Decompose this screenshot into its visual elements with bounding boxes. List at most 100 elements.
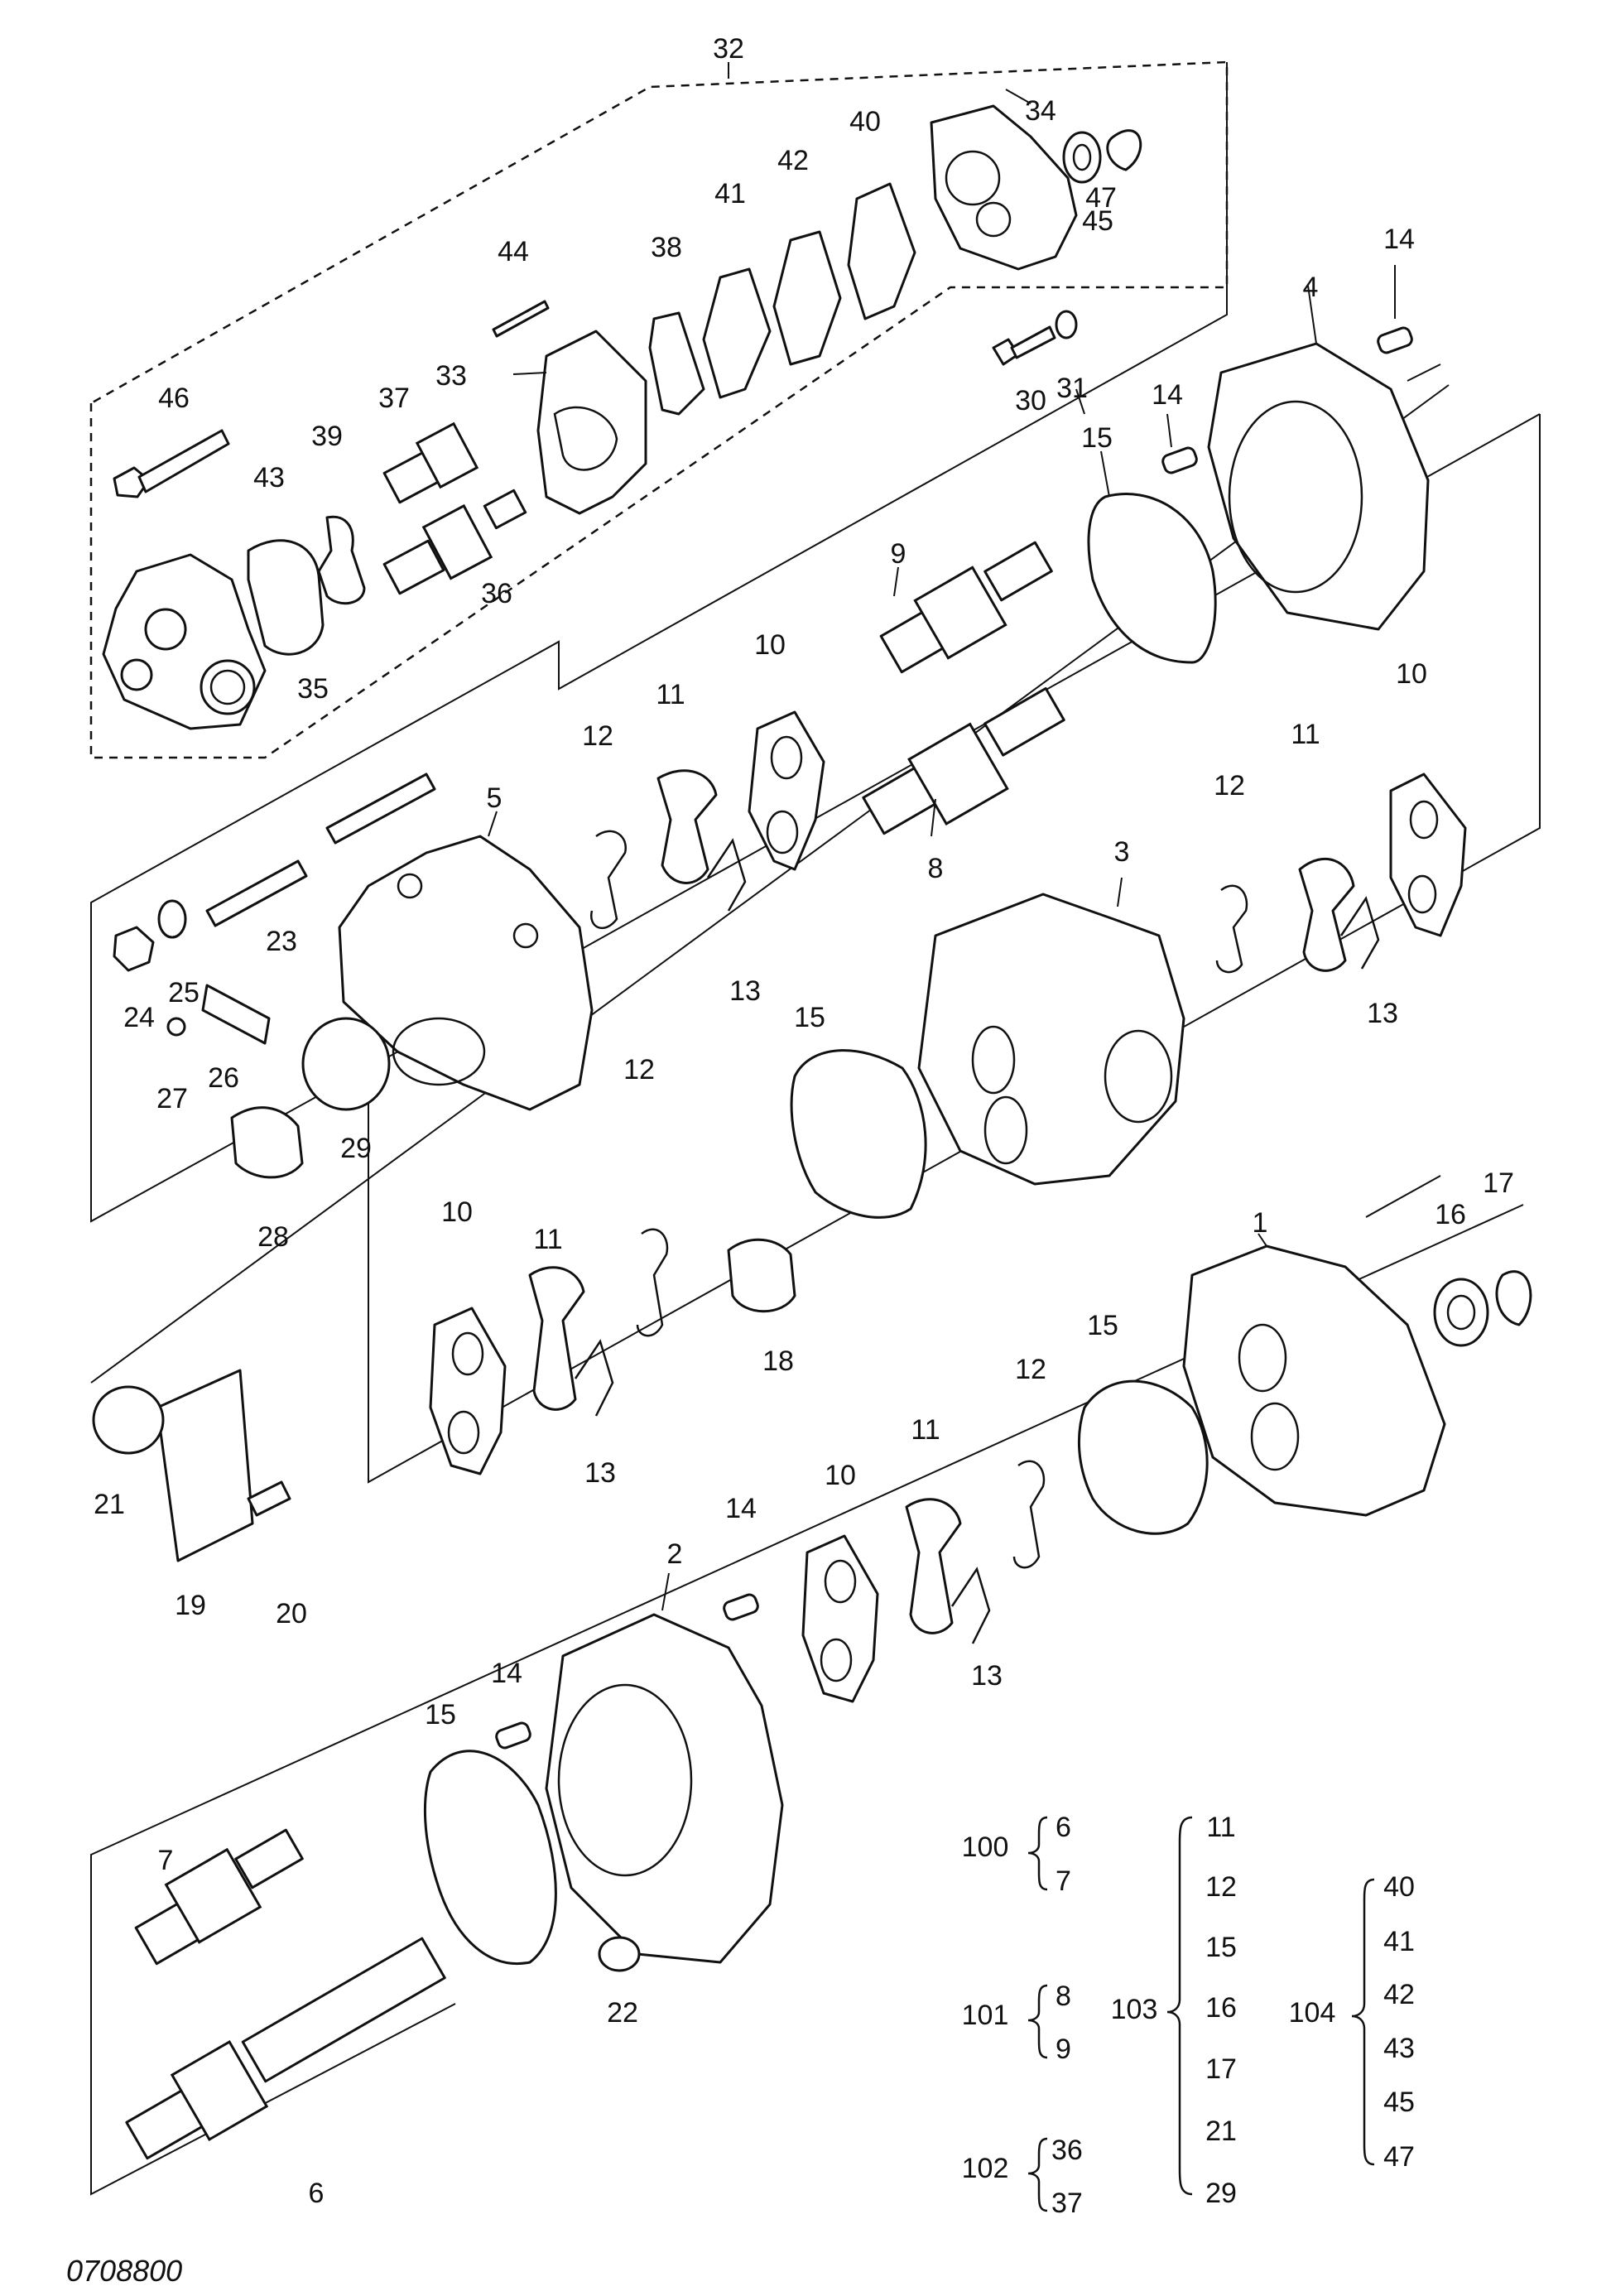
part-14-dowel-pin-c	[723, 1593, 759, 1621]
callout-7: 7	[158, 1845, 174, 1876]
callout-28: 28	[257, 1221, 289, 1253]
part-23-stud	[205, 773, 436, 927]
callout-15-d: 15	[425, 1699, 456, 1730]
callout-46: 46	[158, 383, 190, 414]
callout-36: 36	[481, 578, 512, 609]
kit-103-label: 103	[1111, 1994, 1158, 2025]
callout-15-a: 15	[1081, 422, 1113, 454]
kit-104-item-1: 40	[1383, 1871, 1415, 1903]
callout-11-b: 11	[1291, 719, 1320, 750]
part-12-backup-ring-b	[1215, 884, 1248, 974]
part-37-drive-gear	[382, 421, 479, 504]
part-10-side-plate-c	[429, 1307, 507, 1475]
callout-12-c: 12	[623, 1054, 655, 1085]
kit-102-item-1: 36	[1051, 2135, 1083, 2166]
callout-45: 45	[1082, 205, 1113, 237]
part-45-oil-seal	[1062, 131, 1102, 184]
callout-13-d: 13	[971, 1660, 1003, 1692]
part-13-seal-c	[574, 1339, 614, 1417]
callout-27: 27	[156, 1083, 188, 1114]
part-14-dowel-pin-b	[1161, 446, 1198, 474]
callout-15-b: 15	[794, 1002, 825, 1033]
part-36-driven-gear	[382, 489, 527, 595]
part-30-bolt	[992, 325, 1056, 366]
sub-assembly-32-boundary	[89, 60, 1229, 759]
callout-18: 18	[762, 1345, 794, 1377]
callout-22: 22	[607, 1997, 638, 2029]
callout-21: 21	[94, 1489, 125, 1520]
callout-35: 35	[297, 673, 329, 705]
callout-12-a: 12	[582, 720, 613, 752]
part-10-side-plate-b	[1389, 773, 1467, 937]
part-20-screw	[247, 1480, 291, 1517]
callout-14-d: 14	[491, 1658, 522, 1689]
part-1-front-cover	[1182, 1244, 1446, 1517]
part-6-drive-shaft-gear	[125, 1937, 446, 2160]
kit-103-item-4: 16	[1205, 1992, 1237, 2024]
part-10-side-plate-d	[801, 1534, 879, 1703]
callout-13-c: 13	[584, 1457, 616, 1489]
part-35-end-cover	[102, 553, 267, 730]
part-43-gasket	[247, 539, 325, 656]
part-11-seal-d	[905, 1498, 962, 1634]
kit-101-item-1: 8	[1056, 1981, 1071, 2012]
kit-103-item-5: 17	[1205, 2053, 1237, 2085]
callout-12-b: 12	[1214, 770, 1245, 801]
part-34-cover	[930, 104, 1078, 271]
part-39-plate	[317, 515, 366, 605]
callout-8: 8	[928, 853, 944, 884]
part-11-seal-b	[1298, 857, 1355, 972]
part-40-plate	[847, 182, 916, 320]
part-46-bolt	[113, 429, 230, 498]
callout-16: 16	[1435, 1199, 1466, 1230]
callout-10-a: 10	[754, 629, 786, 661]
part-44-pin	[492, 300, 550, 338]
part-4-gear-housing	[1207, 342, 1430, 631]
part-18-bushing	[727, 1238, 796, 1313]
kit-103-item-6: 21	[1205, 2115, 1237, 2147]
callout-24: 24	[123, 1002, 155, 1033]
callout-20: 20	[276, 1598, 307, 1629]
part-13-seal-a	[706, 838, 747, 912]
callout-44: 44	[498, 236, 529, 267]
part-26-name-plate	[201, 984, 271, 1045]
callout-9: 9	[891, 538, 906, 570]
kit-legend: 100 6 7 101 8 9 102 36 37 103 11 12 15 1…	[962, 1812, 1415, 2219]
callout-2: 2	[667, 1538, 683, 1570]
callout-6: 6	[309, 2178, 325, 2209]
part-7-driven-gear	[134, 1828, 304, 1966]
callout-30: 30	[1015, 385, 1046, 416]
part-14-dowel-pin-d	[495, 1721, 531, 1750]
callout-25: 25	[168, 977, 200, 1008]
callout-10-c: 10	[441, 1196, 473, 1228]
callout-40: 40	[849, 106, 881, 137]
callout-47: 47	[1085, 182, 1117, 214]
callout-34: 34	[1025, 95, 1056, 127]
kit-101-label: 101	[962, 2000, 1009, 2031]
callout-39: 39	[311, 421, 343, 452]
kit-103-item-3: 15	[1205, 1932, 1237, 1963]
callout-3: 3	[1114, 836, 1130, 868]
callout-12-d: 12	[1015, 1354, 1046, 1385]
kit-102-label: 102	[962, 2153, 1009, 2184]
part-17-snap-ring	[1495, 1270, 1532, 1326]
part-15-gasket-c	[1078, 1379, 1209, 1535]
kit-100-item-1: 6	[1056, 1812, 1071, 1843]
kit-101-item-2: 9	[1056, 2034, 1071, 2065]
part-12-backup-ring-d	[1012, 1460, 1046, 1569]
part-12-backup-ring-a	[589, 830, 628, 929]
callout-10-b: 10	[1396, 658, 1427, 690]
kit-103-item-7: 29	[1205, 2178, 1237, 2209]
part-14-dowel-pin-a	[1377, 326, 1413, 354]
part-11-seal-a	[656, 769, 718, 884]
kit-104-item-6: 47	[1383, 2141, 1415, 2173]
callout-29: 29	[340, 1133, 372, 1164]
part-3-housing	[917, 893, 1185, 1186]
part-13-seal-d	[950, 1567, 991, 1644]
callout-42: 42	[777, 145, 809, 176]
kit-100-item-2: 7	[1056, 1865, 1071, 1897]
part-47-snap-ring	[1106, 129, 1142, 171]
part-12-backup-ring-c	[636, 1228, 669, 1337]
kit-103-item-2: 12	[1205, 1871, 1237, 1903]
